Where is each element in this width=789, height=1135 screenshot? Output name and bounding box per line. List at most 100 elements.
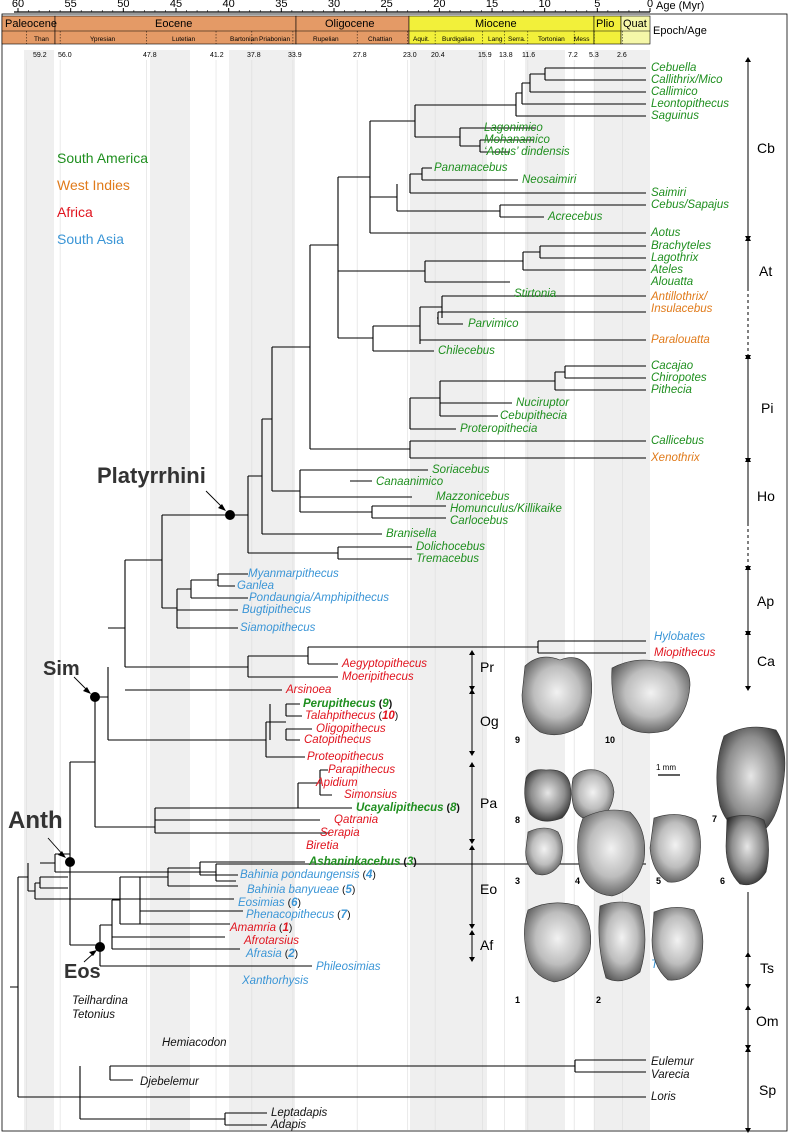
taxon-number: ( xyxy=(334,909,341,921)
taxon-label: Tetonius xyxy=(72,1009,115,1021)
legend-south-asia: South Asia xyxy=(57,231,124,247)
taxon-label: Aegyptopithecus xyxy=(341,658,427,670)
taxon-label: Myanmarpithecus xyxy=(248,568,339,580)
taxon-label: Xanthorhysis xyxy=(241,975,309,987)
taxon-number: ( xyxy=(276,922,283,934)
legend-south-america: South America xyxy=(57,150,148,166)
taxon-label: Tremacebus xyxy=(416,553,479,565)
stage-label: Serra. xyxy=(508,36,526,43)
boundary-age: 20.4 xyxy=(431,52,445,59)
boundary-age: 13.8 xyxy=(499,52,513,59)
tooth-number: 5 xyxy=(656,876,661,886)
boundary-age: 5.3 xyxy=(589,52,599,59)
taxon-label: Hylobates xyxy=(654,631,705,643)
group-label: Ho xyxy=(757,488,775,504)
boundary-age: 11.6 xyxy=(522,52,535,59)
boundary-age: 56.0 xyxy=(58,52,72,59)
taxon-label: Cebupithecia xyxy=(500,410,567,422)
taxon-label: Serapia xyxy=(320,827,360,839)
taxon-label: Cebus/Sapajus xyxy=(651,199,729,211)
epoch-pliocene: Plio xyxy=(596,18,614,30)
tooth-number: 7 xyxy=(712,814,717,824)
taxon-label: Stirtonia xyxy=(514,288,556,300)
node-label-platyrrhini: Platyrrhini xyxy=(97,463,206,488)
tooth-number: 4 xyxy=(575,876,580,886)
taxon-label: Branisella xyxy=(386,528,437,540)
node-label-eos: Eos xyxy=(64,961,101,983)
taxon-label: Aotus xyxy=(650,227,681,239)
group-label: Af xyxy=(480,937,493,953)
stage-label: Priabonian xyxy=(259,36,290,43)
epoch-paleocene: Paleocene xyxy=(5,18,57,30)
taxon-label: Xenothrix xyxy=(650,452,701,464)
taxon-label: Oligopithecus xyxy=(316,723,386,735)
group-label: Pa xyxy=(480,795,497,811)
tooth-2-image xyxy=(598,901,646,982)
taxon-label: Parapithecus xyxy=(328,764,395,776)
taxon-label: Ashaninkacebus (3) xyxy=(308,856,417,868)
node-label-sim: Sim xyxy=(43,658,80,680)
boundary-age: 7.2 xyxy=(568,52,578,59)
taxon-label: Eulemur xyxy=(651,1056,695,1068)
tooth-8b-image xyxy=(571,769,615,821)
taxon-label: Carlocebus xyxy=(450,515,508,527)
tooth-images xyxy=(521,656,786,983)
taxon-number: ( xyxy=(285,897,292,909)
group-label: Ap xyxy=(757,593,774,609)
axis-tick-label: 25 xyxy=(381,0,393,10)
boundary-age: 33.9 xyxy=(288,52,302,59)
taxon-label: Apidium xyxy=(315,777,358,789)
taxon-labels: CebuellaCallithrix/MicoCallimicoLeontopi… xyxy=(72,62,729,1131)
boundary-age: 2.6 xyxy=(617,52,627,59)
stage-label: Bartonian xyxy=(230,36,258,43)
boundary-age: 27.8 xyxy=(353,52,367,59)
group-label: Eo xyxy=(480,881,497,897)
taxon-label: Bahinia pondaungensis (4) xyxy=(240,869,376,881)
stage-label: Ypresian xyxy=(90,36,116,43)
epoch-age-label: Epoch/Age xyxy=(653,25,707,37)
taxon-number: ( xyxy=(376,710,383,722)
epoch-quaternary: Quat xyxy=(623,18,647,30)
taxon-label: Arsinoea xyxy=(285,684,331,696)
taxon-label: Loris xyxy=(651,1091,676,1103)
axis-tick-label: 5 xyxy=(594,0,600,10)
taxon-label: Saguinus xyxy=(651,110,699,122)
axis-tick-label: 55 xyxy=(65,0,77,10)
taxon-label: Simonsius xyxy=(344,789,397,801)
taxon-label: Alouatta xyxy=(650,276,693,288)
taxon-number: ( xyxy=(339,884,346,896)
taxon-number: ( xyxy=(400,856,407,868)
taxon-label: Leontopithecus xyxy=(651,98,729,110)
taxon-number: ( xyxy=(444,802,451,814)
taxon-label: Neosaimiri xyxy=(522,174,577,186)
taxon-number: ( xyxy=(360,869,367,881)
bracket-arrowheads xyxy=(469,57,751,1133)
taxon-label: Saimiri xyxy=(651,187,687,199)
tooth-9-image xyxy=(521,656,593,736)
axis-tick-label: 0 xyxy=(647,0,653,10)
tooth-4-image xyxy=(577,809,645,897)
taxon-label: Callicebus xyxy=(651,435,704,447)
taxon-label: Cebuella xyxy=(651,62,696,74)
group-label: Ts xyxy=(760,960,774,976)
node-dot-eos xyxy=(95,942,105,952)
tooth-1-image xyxy=(524,902,592,983)
taxon-label: Panamacebus xyxy=(434,162,508,174)
boundary-age: 23.0 xyxy=(403,52,417,59)
taxon-label: Antillothrix/ xyxy=(650,291,709,303)
taxon-label: Adapis xyxy=(270,1119,306,1131)
taxon-label: Biretia xyxy=(306,840,339,852)
taxon-label: Lagonimico xyxy=(484,122,543,134)
tooth-3-image xyxy=(525,827,563,876)
legend-africa: Africa xyxy=(57,204,93,220)
epoch-miocene: Miocene xyxy=(475,18,517,30)
taxon-label: Talahpithecus (10) xyxy=(305,710,398,722)
group-label: At xyxy=(759,263,772,279)
taxon-label: Siamopithecus xyxy=(240,622,316,634)
taxon-label: Callithrix/Mico xyxy=(651,74,723,86)
taxon-label: Dolichocebus xyxy=(416,541,485,553)
taxon-label: Eosimias (6) xyxy=(238,897,301,909)
tooth-number: 6 xyxy=(720,876,725,886)
taxon-label: Varecia xyxy=(651,1069,690,1081)
